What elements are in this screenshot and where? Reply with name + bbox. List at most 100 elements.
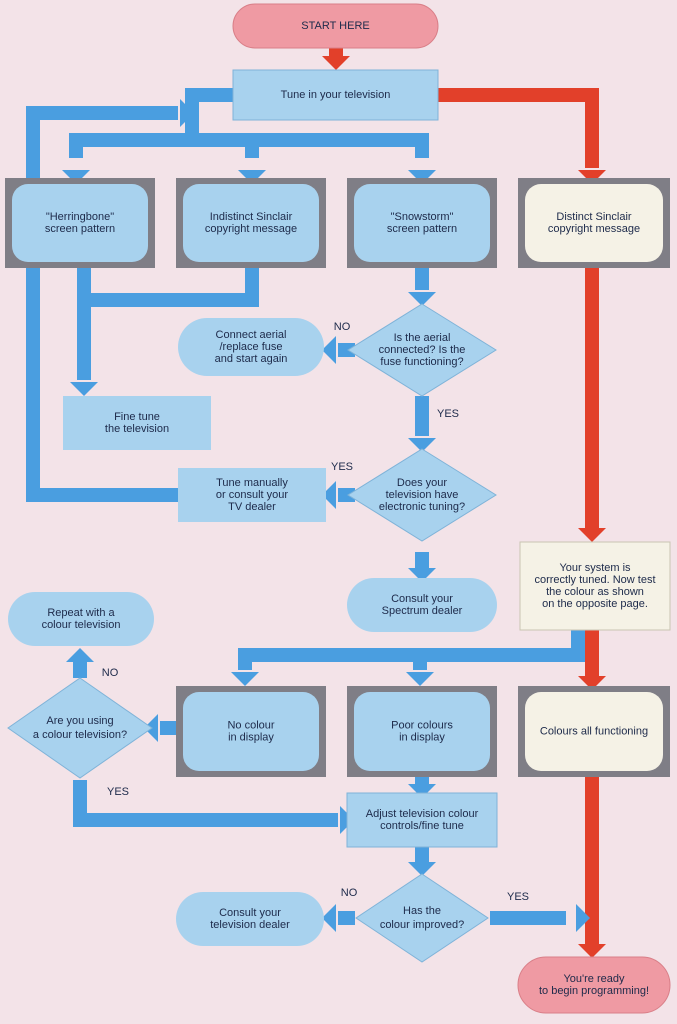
node-distinct-line-0: Distinct Sinclair — [556, 211, 632, 223]
node-indistinct-line-1: copyright message — [205, 223, 297, 235]
arrowhead-loop-snowstorm — [408, 170, 436, 184]
node-improved_q: Has the colour improved? — [355, 873, 489, 963]
arrow-tuned-to-colour-branch — [238, 630, 585, 670]
node-tuned-line-0: Your system is — [559, 562, 631, 574]
node-electronic_q-line-2: electronic tuning? — [379, 501, 465, 513]
node-tuned-line-2: the colour as shown — [546, 586, 644, 598]
node-tune_manually-line-1: or consult your — [216, 489, 288, 501]
node-connect_aerial-line-2: and start again — [215, 353, 288, 365]
node-improved_q-shape — [355, 873, 489, 963]
arrowhead-herringbone-finetune — [70, 382, 98, 396]
node-tuned-line-3: on the opposite page. — [542, 598, 648, 610]
node-tune-shape — [232, 69, 439, 121]
flowchart-nodes: START HERE Tune in your television "Herrin… — [5, 3, 671, 1014]
node-snowstorm: "Snowstorm"screen pattern — [347, 178, 497, 268]
node-snowstorm-line-1: screen pattern — [387, 223, 457, 235]
node-herringbone-line-1: screen pattern — [45, 223, 115, 235]
arrowhead-q-repeat — [66, 648, 94, 662]
node-adjust-line-1: controls/fine tune — [380, 820, 464, 832]
node-start-shape — [232, 3, 439, 49]
node-consult_tv_dealer-line-0: Consult your — [219, 907, 281, 919]
node-distinct-tv-screen — [525, 184, 663, 262]
node-ready-shape — [517, 956, 671, 1014]
node-poor_colours-line-0: Poor colours — [391, 720, 453, 732]
node-repeat_colour-shape — [8, 592, 154, 646]
arrowhead-aerialq-connect — [322, 336, 336, 364]
node-colours_ok-tv-screen — [525, 692, 663, 771]
node-adjust-shape — [346, 792, 498, 848]
node-repeat_colour-line-1: colour television — [42, 619, 121, 631]
node-adjust-line-0: Adjust television colour — [366, 808, 479, 820]
node-connect_aerial-line-0: Connect aerial — [216, 329, 287, 341]
node-improved_q-line-1: colour improved? — [380, 919, 464, 931]
node-using_colour_q-shape — [7, 677, 153, 779]
edge-label-colour-no: NO — [102, 667, 119, 679]
node-start: START HERE — [232, 3, 439, 49]
edge-label-improved-no: NO — [341, 887, 358, 899]
arrow-indistinct-merge — [84, 268, 259, 307]
node-distinct-line-1: copyright message — [548, 223, 640, 235]
arrowhead-branch-poor — [406, 672, 434, 686]
arrowhead-start-tune — [322, 56, 350, 70]
node-start-line-0: START HERE — [301, 20, 369, 32]
node-herringbone: "Herringbone"screen pattern — [5, 178, 155, 268]
arrowhead-branch-nocolour — [231, 672, 259, 686]
node-colours_ok-line-0: Colours all functioning — [540, 726, 648, 738]
arrow-q-yes-to-adjust — [73, 780, 338, 827]
node-aerial_q-line-2: fuse functioning? — [380, 356, 463, 368]
arrowhead-tuned-coloursok — [578, 676, 606, 690]
node-ready-line-0: You're ready — [563, 973, 625, 985]
edge-label-aerial-yes: YES — [437, 408, 459, 420]
arrowhead-adjust-improvedq — [408, 862, 436, 876]
node-herringbone-line-0: "Herringbone" — [46, 211, 114, 223]
node-no_colour-tv-screen — [183, 692, 319, 771]
node-fine_tune-shape — [63, 396, 211, 450]
arrowhead-improvedq-ready — [576, 904, 590, 932]
node-no_colour-line-0: No colour — [227, 720, 274, 732]
node-ready-line-1: to begin programming! — [539, 985, 649, 997]
node-indistinct-line-0: Indistinct Sinclair — [210, 211, 293, 223]
node-poor_colours-tv-screen — [354, 692, 490, 771]
node-repeat_colour-line-0: Repeat with a — [47, 607, 115, 619]
node-connect_aerial-shape — [178, 318, 324, 376]
arrowhead-distinct-tuned — [578, 528, 606, 542]
node-colours_ok: Colours all functioning — [518, 686, 670, 777]
arrowhead-coloursok-ready — [578, 944, 606, 958]
arrowhead-electronicq-spectrum — [408, 568, 436, 582]
node-aerial_q-shape — [347, 303, 497, 397]
arrowhead-snowstorm-aerialq — [408, 292, 436, 306]
node-consult_spectrum-line-1: Spectrum dealer — [382, 605, 463, 617]
node-aerial_q-line-1: connected? Is the — [379, 344, 466, 356]
arrow-tunemanually-loop-back — [26, 106, 178, 502]
edge-label-electronic-yes: YES — [331, 461, 353, 473]
blue-flow-lines — [26, 88, 585, 925]
node-tune_manually-line-0: Tune manually — [216, 477, 288, 489]
node-consult_tv_dealer-shape — [176, 892, 324, 946]
edge-label-aerial-no: NO — [334, 321, 351, 333]
node-using_colour_q-line-0: Are you using — [46, 715, 113, 727]
node-tune: Tune in your television — [232, 69, 439, 121]
node-consult_spectrum-line-0: Consult your — [391, 593, 453, 605]
node-fine_tune-line-1: the television — [105, 423, 169, 435]
node-improved_q-line-0: Has the — [403, 905, 441, 917]
node-consult_spectrum-shape — [347, 578, 497, 632]
node-electronic_q-line-1: television have — [386, 489, 459, 501]
node-indistinct-tv-screen — [183, 184, 319, 262]
node-tune-line-0: Tune in your television — [281, 89, 391, 101]
node-aerial_q-line-0: Is the aerial — [394, 332, 451, 344]
